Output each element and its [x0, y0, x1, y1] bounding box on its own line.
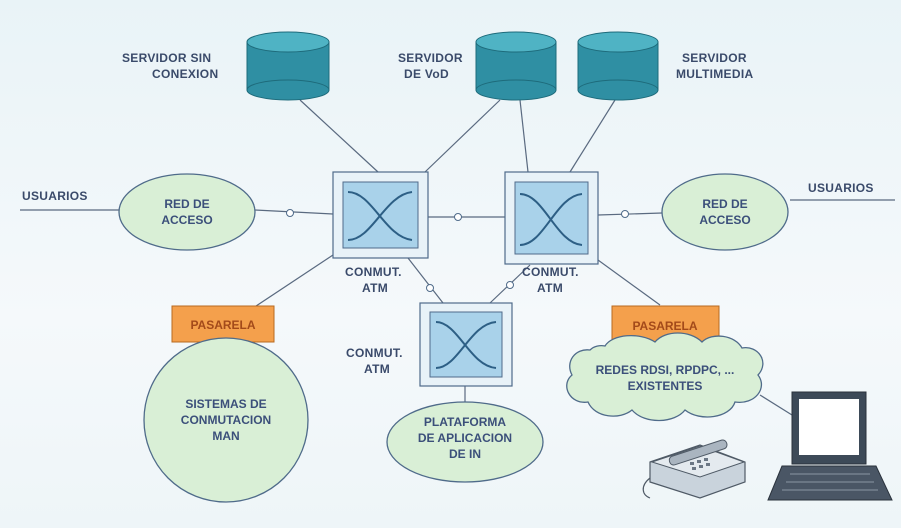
man-switching-systems: SISTEMAS DE CONMUTACION MAN [143, 337, 309, 503]
telephone-cord [642, 477, 651, 499]
label-server-sin-conexion: SERVIDOR SIN [122, 51, 211, 65]
label-switch-left-2: ATM [362, 281, 388, 295]
switch-crossbar-icon [519, 193, 583, 246]
existing-networks-label: REDES RDSI, RPDPC, ... [596, 363, 735, 377]
access-network-right: RED DE ACCESO [661, 173, 789, 251]
link-switch-left-switch-bottom [407, 257, 444, 304]
label-users-right: USUARIOS [808, 181, 874, 195]
gateway-left: PASARELA [171, 305, 275, 343]
server-vod [475, 31, 557, 101]
server-multimedia [577, 31, 659, 101]
laptop-keyboard [767, 465, 893, 501]
label-users-left: USUARIOS [22, 189, 88, 203]
in-platform-ellipse [386, 401, 544, 483]
link-switch-left-gateway [249, 254, 334, 311]
connection-dots [286, 209, 629, 292]
cloud-icon [566, 332, 764, 422]
label-switch-right: CONMUT. [522, 265, 579, 279]
access-network-left-label: RED DE [164, 197, 209, 211]
in-platform-label: PLATAFORMA [424, 415, 507, 429]
in-platform-label-3: DE IN [449, 447, 481, 461]
connection-dot [621, 210, 629, 218]
atm-switch-right [504, 171, 599, 265]
connection-dot [506, 281, 514, 289]
database-icon-top [246, 31, 330, 53]
access-network-right-label: RED DE [702, 197, 747, 211]
atm-switch-bottom [419, 302, 513, 387]
label-server-multimedia: SERVIDOR [682, 51, 747, 65]
in-platform-label-2: DE APLICACION [418, 431, 512, 445]
connection-dot [454, 213, 462, 221]
laptop-keys [782, 473, 878, 491]
database-icon-bottom [577, 79, 659, 101]
database-icon-top [475, 31, 557, 53]
link-access-left-switch-left [254, 209, 334, 215]
laptop-screen [799, 399, 859, 455]
existing-networks-label-2: EXISTENTES [628, 379, 703, 393]
label-server-vod-2: DE VoD [404, 67, 449, 81]
link-switch-right-access-right [597, 212, 663, 216]
connection-dot [286, 209, 294, 217]
laptop-icon [767, 391, 893, 501]
access-network-left-label-2: ACCESO [161, 213, 212, 227]
link-switch-right-gateway [597, 259, 661, 306]
gateway-box [171, 305, 275, 343]
label-switch-right-2: ATM [537, 281, 563, 295]
telephone-handset [668, 439, 728, 466]
existing-networks-cloud: REDES RDSI, RPDPC, ... EXISTENTES [566, 332, 764, 422]
database-icon-bottom [246, 79, 330, 101]
switch-crossbar-icon [347, 191, 413, 241]
man-label: SISTEMAS DE [185, 397, 266, 411]
telephone-icon [642, 439, 746, 499]
database-icon-bottom [475, 79, 557, 101]
label-server-multimedia-2: MULTIMEDIA [676, 67, 753, 81]
man-label-2: CONMUTACION [181, 413, 271, 427]
link-server-vod-right [519, 99, 529, 173]
access-network-left: RED DE ACCESO [118, 173, 256, 251]
server-sin-conexion [246, 31, 330, 101]
in-application-platform: PLATAFORMA DE APLICACION DE IN [386, 401, 544, 483]
label-server-sin-conexion-2: CONEXION [152, 67, 218, 81]
telephone-keypad [690, 458, 710, 470]
man-circle [143, 337, 309, 503]
link-server-multimedia [569, 99, 616, 173]
label-switch-bottom: CONMUT. [346, 346, 403, 360]
label-switch-bottom-2: ATM [364, 362, 390, 376]
gateway-right-label: PASARELA [632, 319, 697, 333]
label-switch-left: CONMUT. [345, 265, 402, 279]
link-server-sin-conexion [299, 99, 379, 173]
switch-crossbar-icon [435, 321, 497, 369]
database-icon-top [577, 31, 659, 53]
link-server-vod [424, 99, 501, 173]
man-label-3: MAN [212, 429, 239, 443]
atm-switch-left [332, 171, 429, 259]
gateway-left-label: PASARELA [190, 318, 255, 332]
label-server-vod: SERVIDOR [398, 51, 463, 65]
connection-dot [426, 284, 434, 292]
access-network-ellipse [661, 173, 789, 251]
access-network-ellipse [118, 173, 256, 251]
access-network-right-label-2: ACCESO [699, 213, 750, 227]
